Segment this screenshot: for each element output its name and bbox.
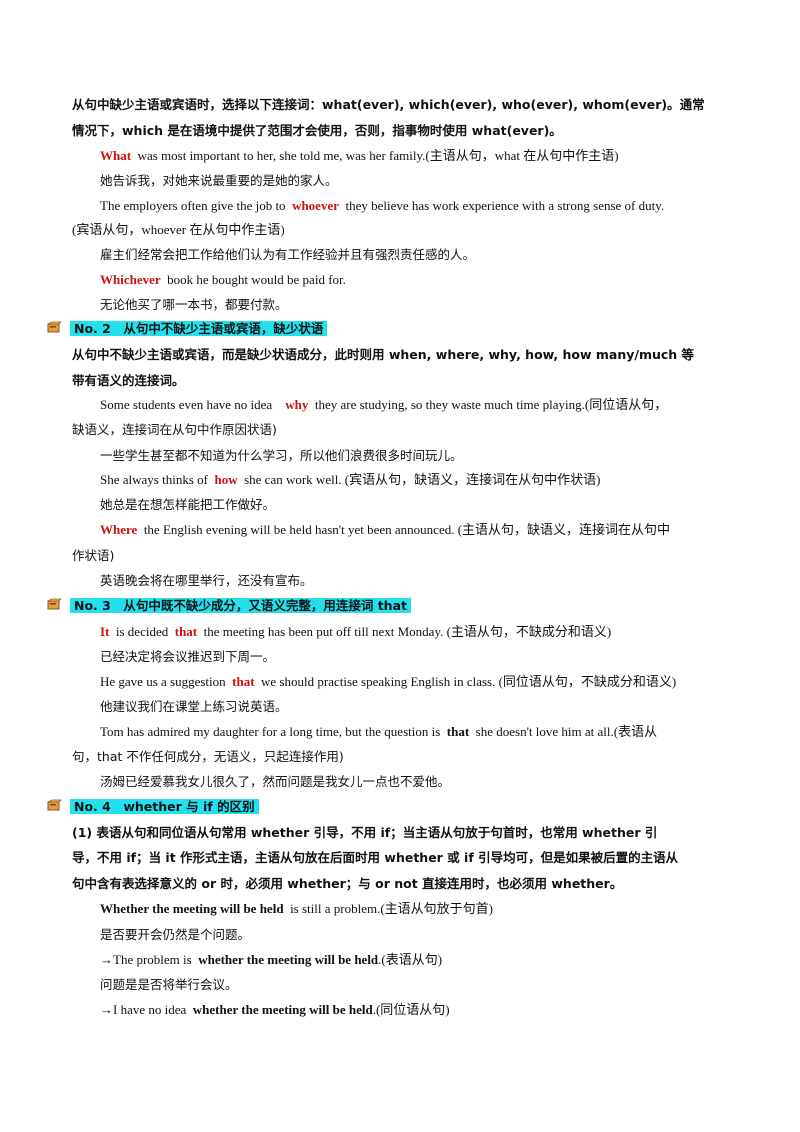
book-icon bbox=[47, 598, 62, 610]
book-icon bbox=[47, 321, 62, 333]
translation: 雇主们经常会把工作给他们认为有工作经验并且有强烈责任感的人。 bbox=[100, 247, 476, 262]
section-2-desc-1: 从句中不缺少主语或宾语，而是缺少状语成分，此时则用 when, where, w… bbox=[72, 347, 695, 362]
keyword: whether the meeting will be held bbox=[198, 952, 379, 967]
sentence-text: was most important to her, she told me, … bbox=[137, 148, 619, 163]
keyword: how bbox=[214, 472, 238, 487]
sentence-text: →The problem is bbox=[100, 952, 192, 967]
example-why: Some students even have no idea why they… bbox=[100, 395, 667, 415]
sentence-text: .(表语从句) bbox=[378, 952, 443, 967]
heading-label: No. 3 从句中既不缺少成分，又语义完整，用连接词 that bbox=[70, 598, 411, 613]
sentence-text: .(同位语从句) bbox=[372, 1002, 450, 1017]
sentence-text: she can work well. (宾语从句，缺语义，连接词在从句中作状语) bbox=[244, 472, 601, 487]
section-2-desc-2: 带有语义的连接词。 bbox=[72, 373, 185, 388]
sentence-text: they believe has work experience with a … bbox=[345, 198, 665, 213]
example-how: She always thinks of how she can work we… bbox=[100, 470, 600, 490]
sentence-text: She always thinks of bbox=[100, 472, 208, 487]
sentence-text: →I have no idea bbox=[100, 1002, 187, 1017]
section-4-desc-2: 导，不用 if；当 it 作形式主语，主语从句放在后面时用 whether 或 … bbox=[72, 850, 679, 865]
example-what: What was most important to her, she told… bbox=[100, 146, 619, 166]
heading-label: No. 4 whether 与 if 的区别 bbox=[70, 799, 259, 814]
keyword: Whether the meeting will be held bbox=[100, 901, 284, 916]
translation: 英语晚会将在哪里举行，还没有宣布。 bbox=[100, 573, 313, 588]
book-icon bbox=[47, 799, 62, 811]
keyword: that bbox=[174, 624, 198, 639]
translation: 问题是是否将举行会议。 bbox=[100, 977, 238, 992]
sentence-text: we should practise speaking English in c… bbox=[261, 674, 677, 689]
sentence-text: He gave us a suggestion bbox=[100, 674, 226, 689]
translation: 汤姆已经爱慕我女儿很久了，然而问题是我女儿一点也不爱他。 bbox=[100, 774, 451, 789]
translation: 无论他买了哪一本书，都要付款。 bbox=[100, 297, 288, 312]
sentence-text: The employers often give the job to bbox=[100, 198, 286, 213]
example-where: Where the English evening will be held h… bbox=[100, 520, 670, 540]
keyword: Where bbox=[100, 522, 138, 537]
translation: 他建议我们在课堂上练习说英语。 bbox=[100, 699, 288, 714]
sentence-text: she doesn't love him at all.(表语从 bbox=[475, 724, 658, 739]
sentence-text: Tom has admired my daughter for a long t… bbox=[100, 724, 441, 739]
keyword: that bbox=[446, 724, 470, 739]
keyword: It bbox=[100, 624, 110, 639]
example-whoever-line-2: (宾语从句，whoever 在从句中作主语) bbox=[72, 222, 285, 237]
section-heading-3: No. 3 从句中既不缺少成分，又语义完整，用连接词 that bbox=[46, 596, 411, 616]
heading-label: No. 2 从句中不缺少主语或宾语，缺少状语 bbox=[70, 321, 328, 336]
section-4-desc-1: (1) 表语从句和同位语从句常用 whether 引导，不用 if；当主语从句放… bbox=[72, 825, 658, 840]
keyword: What bbox=[100, 148, 132, 163]
keyword: why bbox=[285, 397, 309, 412]
intro-line-2: 情况下，which 是在语境中提供了范围才会使用，否则，指事物时使用 what(… bbox=[72, 123, 562, 138]
example-question-line-2: 句，that 不作任何成分，无语义，只起连接作用) bbox=[72, 749, 344, 764]
example-whichever: Whichever book he bought would be paid f… bbox=[100, 270, 346, 290]
sentence-text: is still a problem.(主语从句放于句首) bbox=[290, 901, 493, 916]
sentence-text: the English evening will be held hasn't … bbox=[143, 522, 671, 537]
example-whether-subject: Whether the meeting will be held is stil… bbox=[100, 899, 493, 919]
section-4-desc-3: 句中含有表选择意义的 or 时，必须用 whether；与 or not 直接连… bbox=[72, 876, 623, 891]
translation: 一些学生甚至都不知道为什么学习，所以他们浪费很多时间玩儿。 bbox=[100, 448, 463, 463]
example-where-line-2: 作状语) bbox=[72, 548, 115, 563]
section-heading-2: No. 2 从句中不缺少主语或宾语，缺少状语 bbox=[46, 319, 328, 339]
sentence-text: they are studying, so they waste much ti… bbox=[314, 397, 668, 412]
sentence-text: Some students even have no idea bbox=[100, 397, 273, 412]
sentence-text: book he bought would be paid for. bbox=[167, 272, 346, 287]
example-it-that: It is decided that the meeting has been … bbox=[100, 622, 611, 642]
keyword: Whichever bbox=[100, 272, 161, 287]
intro-line-1: 从句中缺少主语或宾语时，选择以下连接词：what(ever), which(ev… bbox=[72, 97, 705, 112]
example-whether-appositive: →I have no idea whether the meeting will… bbox=[100, 1000, 450, 1020]
keyword: that bbox=[232, 674, 255, 689]
translation: 她告诉我，对她来说最重要的是她的家人。 bbox=[100, 173, 338, 188]
example-why-line-2: 缺语义，连接词在从句中作原因状语) bbox=[72, 422, 277, 437]
translation: 已经决定将会议推迟到下周一。 bbox=[100, 649, 276, 664]
translation: 她总是在想怎样能把工作做好。 bbox=[100, 497, 276, 512]
example-suggestion-that: He gave us a suggestion that we should p… bbox=[100, 672, 676, 692]
sentence-text: is decided bbox=[115, 624, 169, 639]
example-question-that: Tom has admired my daughter for a long t… bbox=[100, 722, 657, 742]
example-whether-predicative: →The problem is whether the meeting will… bbox=[100, 950, 442, 970]
section-heading-4: No. 4 whether 与 if 的区别 bbox=[46, 797, 259, 817]
example-whoever: The employers often give the job to whoe… bbox=[100, 196, 664, 216]
sentence-text: the meeting has been put off till next M… bbox=[203, 624, 612, 639]
keyword: whether the meeting will be held bbox=[192, 1002, 373, 1017]
translation: 是否要开会仍然是个问题。 bbox=[100, 927, 251, 942]
keyword: whoever bbox=[292, 198, 339, 213]
